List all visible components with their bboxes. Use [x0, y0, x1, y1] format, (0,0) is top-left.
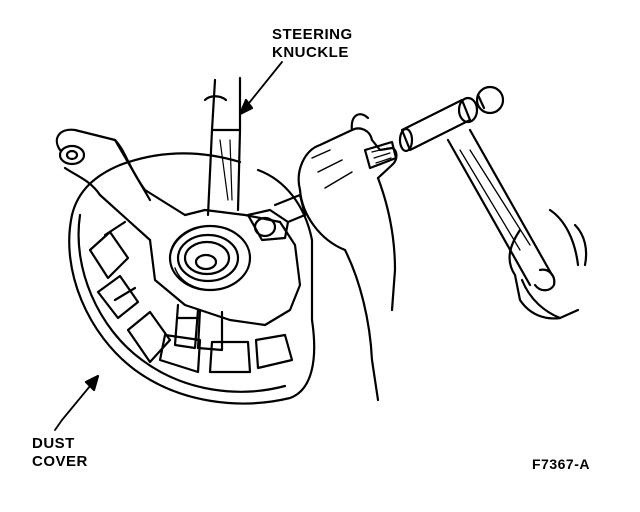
steering-knuckle-label: STEERING KNUCKLE — [272, 26, 353, 62]
dust-cover — [68, 152, 316, 405]
dust-cover-label: DUST COVER — [32, 435, 88, 471]
dust-cover-leader — [54, 374, 100, 431]
hand-holding-hammer — [508, 208, 588, 320]
steering-knuckle-leader — [238, 61, 283, 116]
hammer — [398, 85, 554, 287]
steering-knuckle — [55, 76, 307, 352]
steering-knuckle-label-line2: KNUCKLE — [272, 44, 349, 61]
hand-holding-punch — [297, 113, 398, 402]
figure-id: F7367-A — [532, 456, 590, 472]
dust-cover-label-line2: COVER — [32, 453, 88, 470]
steering-knuckle-label-line1: STEERING — [272, 26, 353, 43]
dust-cover-label-line1: DUST — [32, 435, 75, 452]
